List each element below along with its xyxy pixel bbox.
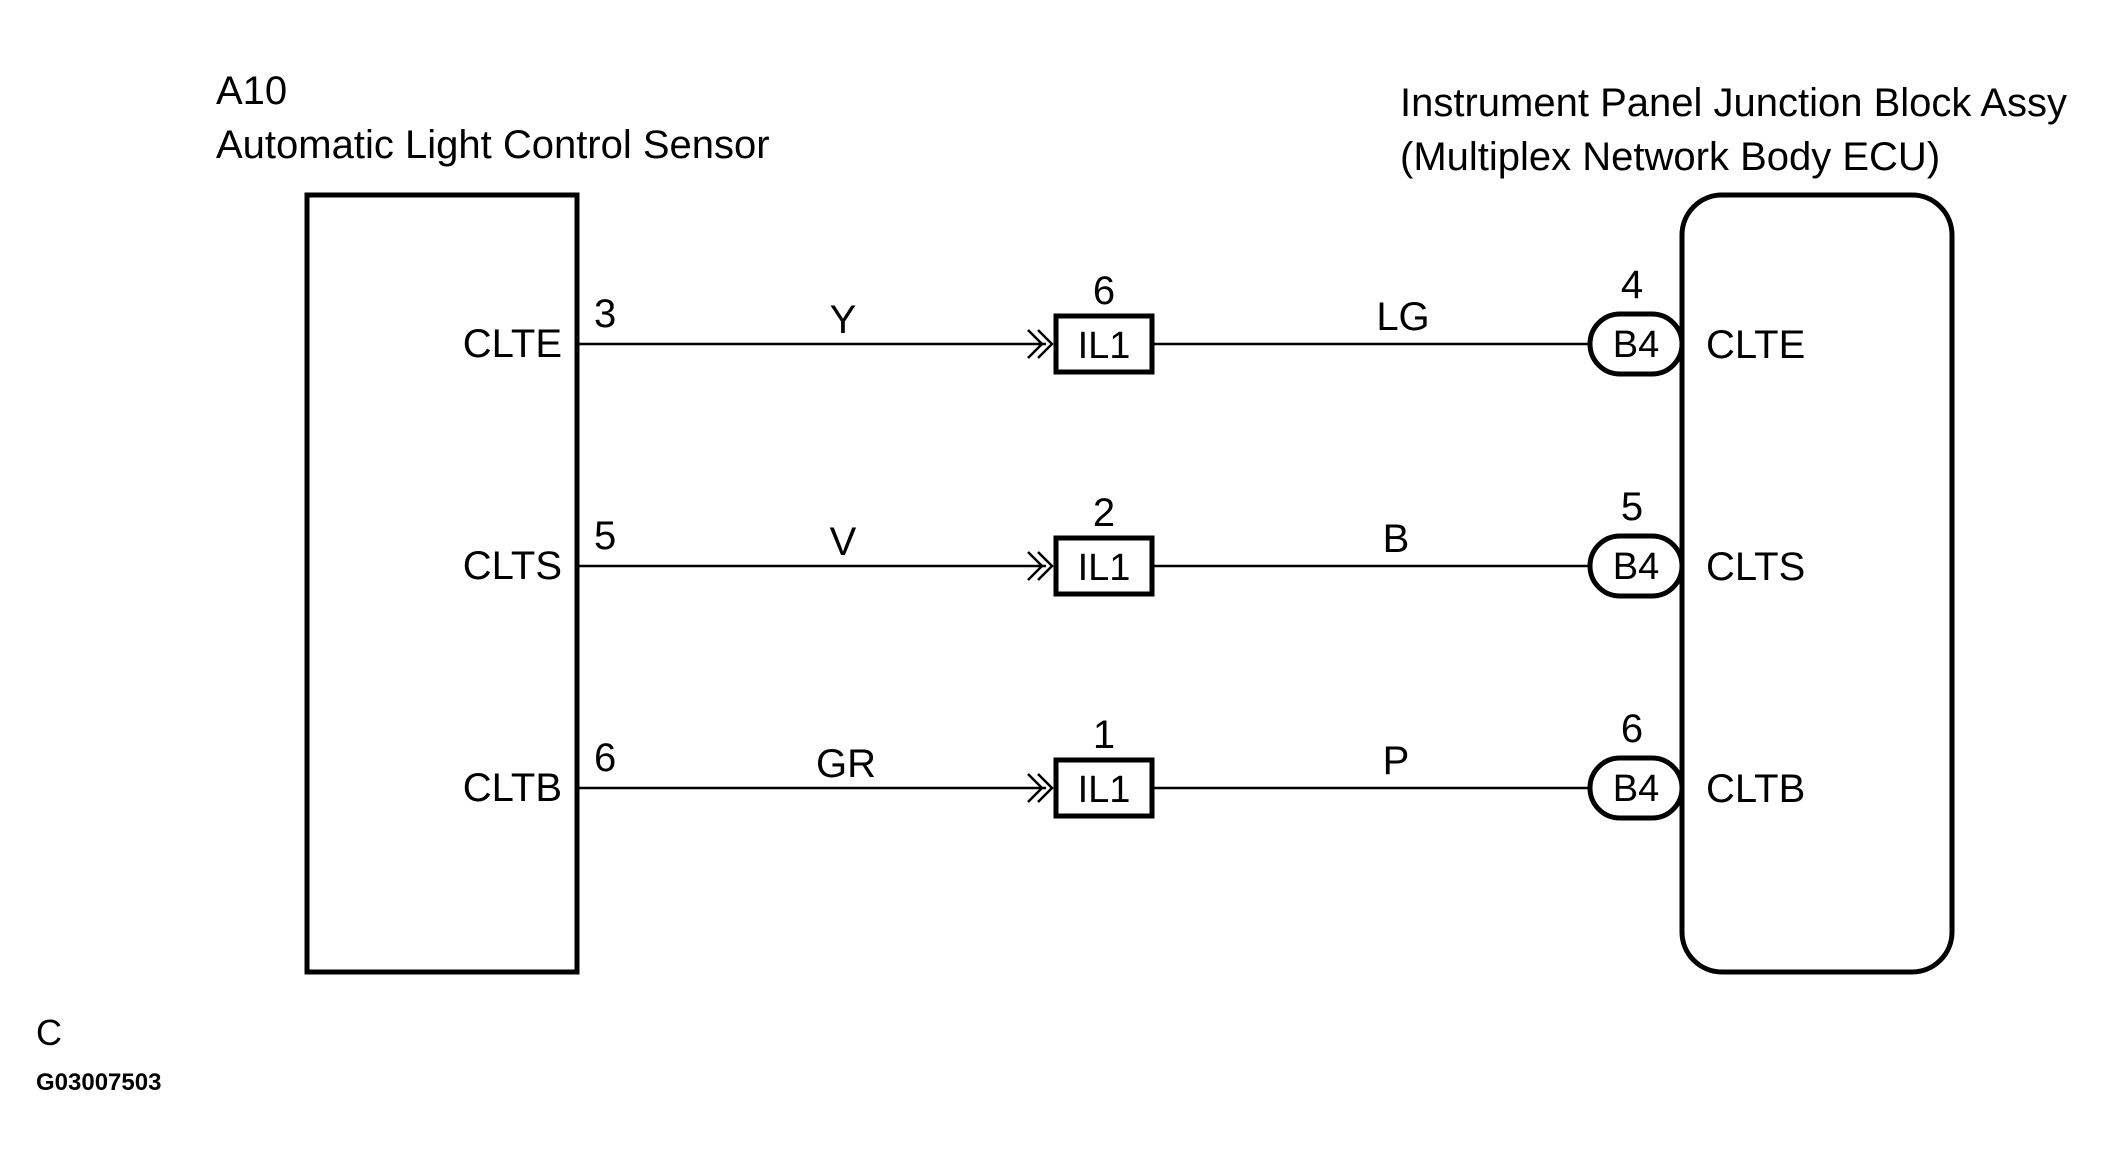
left-pin-number: 5 bbox=[594, 514, 616, 558]
left-pin-number: 3 bbox=[594, 292, 616, 336]
right-pin-number: 5 bbox=[1621, 485, 1643, 529]
circuit-row: CLTB 6 GR 1 IL1 P 6 B4 CLTB bbox=[463, 707, 1805, 821]
connector-chevron-icon bbox=[1027, 551, 1044, 581]
junction-pin-number: 6 bbox=[1093, 269, 1115, 313]
left-terminal-label: CLTB bbox=[463, 766, 562, 810]
right-pin-number: 4 bbox=[1621, 263, 1643, 307]
right-connector-label: B4 bbox=[1613, 546, 1659, 588]
junction-connector-box bbox=[1053, 757, 1155, 819]
left-component-code: A10 bbox=[216, 69, 287, 113]
right-component-name-line2: (Multiplex Network Body ECU) bbox=[1400, 135, 1940, 179]
connector-chevron-icon bbox=[1037, 551, 1054, 581]
right-terminal-label: CLTB bbox=[1706, 767, 1805, 811]
junction-pin-number: 1 bbox=[1093, 713, 1115, 757]
left-component-box bbox=[304, 192, 580, 975]
junction-connector-label: IL1 bbox=[1078, 769, 1131, 811]
connector-chevron-icon bbox=[1027, 329, 1044, 359]
left-component-name: Automatic Light Control Sensor bbox=[216, 123, 770, 167]
connector-chevron-icon bbox=[1037, 773, 1054, 803]
left-terminal-label: CLTE bbox=[463, 322, 562, 366]
left-pin-number: 6 bbox=[594, 736, 616, 780]
right-component-box bbox=[1679, 192, 1955, 975]
connector-chevron-icon bbox=[1027, 773, 1044, 803]
footer-letter: C bbox=[36, 1012, 62, 1053]
junction-connector-label: IL1 bbox=[1078, 325, 1131, 367]
right-terminal-label: CLTS bbox=[1706, 545, 1805, 589]
right-connector-label: B4 bbox=[1613, 324, 1659, 366]
right-connector-oval bbox=[1587, 755, 1685, 821]
connector-chevron-icon bbox=[1037, 329, 1054, 359]
left-wire-color: V bbox=[830, 520, 857, 564]
left-wire-color: Y bbox=[830, 298, 857, 342]
right-component-name-line1: Instrument Panel Junction Block Assy bbox=[1400, 81, 2067, 125]
junction-connector-label: IL1 bbox=[1078, 547, 1131, 589]
right-connector-label: B4 bbox=[1613, 768, 1659, 810]
right-wire-color: B bbox=[1383, 517, 1410, 561]
circuit-row: CLTS 5 V 2 IL1 B 5 B4 CLTS bbox=[463, 485, 1805, 599]
figure-id: G03007503 bbox=[36, 1069, 161, 1096]
right-wire-color: P bbox=[1383, 739, 1410, 783]
right-wire-color: LG bbox=[1376, 295, 1429, 339]
right-terminal-label: CLTE bbox=[1706, 323, 1805, 367]
circuit-row: CLTE 3 Y 6 IL1 LG 4 B4 CLTE bbox=[463, 263, 1805, 377]
junction-connector-box bbox=[1053, 313, 1155, 375]
right-connector-oval bbox=[1587, 533, 1685, 599]
right-connector-oval bbox=[1587, 311, 1685, 377]
left-terminal-label: CLTS bbox=[463, 544, 562, 588]
left-wire-color: GR bbox=[816, 742, 876, 786]
junction-pin-number: 2 bbox=[1093, 491, 1115, 535]
right-pin-number: 6 bbox=[1621, 707, 1643, 751]
